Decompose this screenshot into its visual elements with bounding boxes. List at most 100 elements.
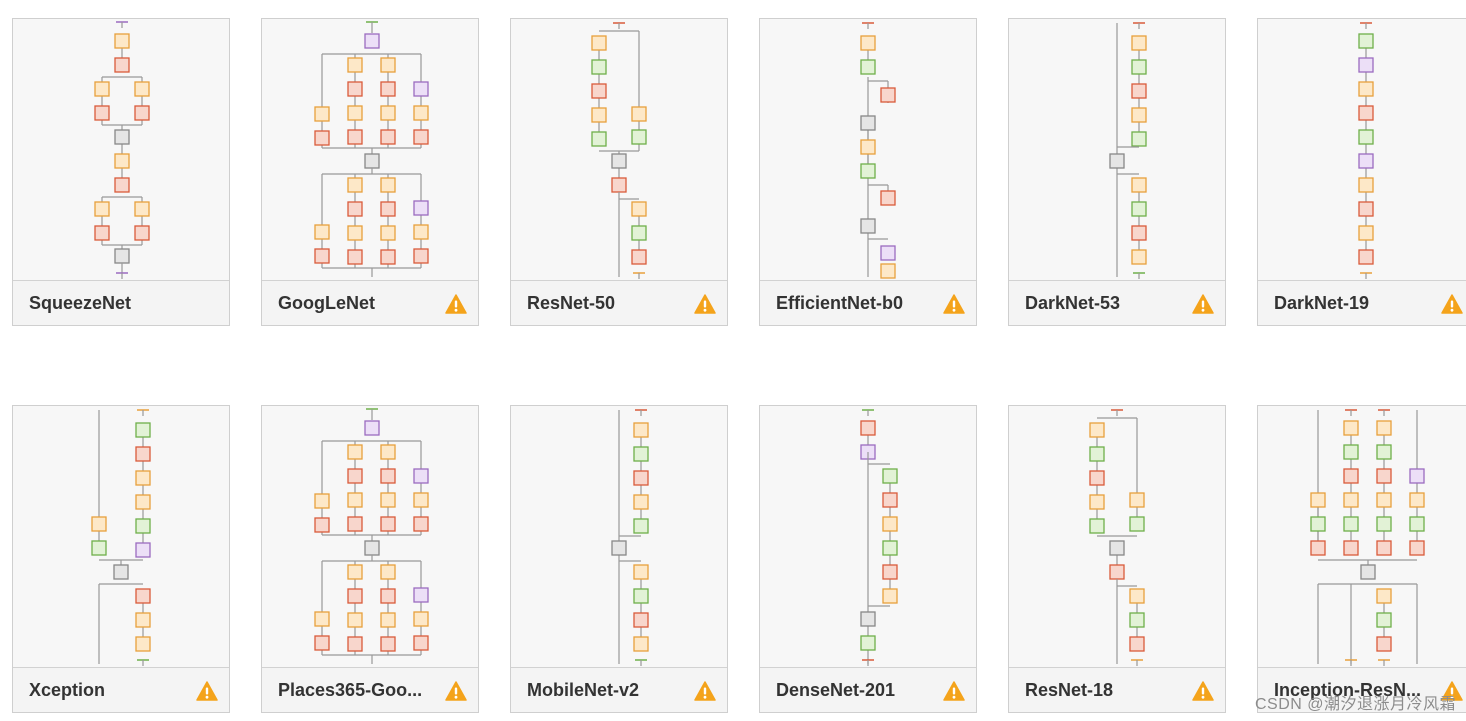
- card-footer: DarkNet-53: [1009, 280, 1225, 325]
- layer-block: [1129, 516, 1145, 532]
- layer-block: [380, 177, 396, 193]
- layer-block: [413, 516, 429, 532]
- layer-block: [1343, 444, 1359, 460]
- card-footer: DarkNet-19: [1258, 280, 1466, 325]
- layer-block: [314, 493, 330, 509]
- layer-block: [1409, 492, 1425, 508]
- warning-icon[interactable]: [1192, 681, 1214, 701]
- layer-block: [380, 249, 396, 265]
- network-card-squeezenet[interactable]: SqueezeNet: [12, 18, 230, 326]
- network-name: ResNet-18: [1025, 680, 1114, 700]
- warning-icon[interactable]: [445, 294, 467, 314]
- layer-block: [591, 107, 607, 123]
- card-footer: EfficientNet-b0: [760, 280, 976, 325]
- layer-block: [860, 163, 876, 179]
- layer-block: [135, 542, 151, 558]
- warning-icon[interactable]: [694, 681, 716, 701]
- layer-block: [860, 59, 876, 75]
- layer-block: [860, 35, 876, 51]
- layer-block: [1131, 83, 1147, 99]
- densenet201-diagram-icon: [860, 409, 898, 666]
- layer-block: [135, 612, 151, 628]
- card-footer: DenseNet-201: [760, 667, 976, 712]
- layer-block: [1358, 177, 1374, 193]
- layer-block: [860, 115, 876, 131]
- layer-block: [314, 106, 330, 122]
- layer-block: [611, 540, 627, 556]
- layer-block: [347, 636, 363, 652]
- layer-block: [134, 105, 150, 121]
- layer-block: [114, 153, 130, 169]
- layer-block: [633, 446, 649, 462]
- network-card-efficientnet-b0[interactable]: EfficientNet-b0: [759, 18, 977, 326]
- layer-block: [347, 201, 363, 217]
- warning-icon[interactable]: [196, 681, 218, 701]
- xception-diagram-icon: [91, 409, 151, 666]
- layer-block: [1131, 225, 1147, 241]
- layer-block: [860, 635, 876, 651]
- layer-block: [1358, 225, 1374, 241]
- card-footer: ResNet-18: [1009, 667, 1225, 712]
- layer-block: [1358, 81, 1374, 97]
- layer-block: [113, 564, 129, 580]
- layer-block: [413, 587, 429, 603]
- layer-block: [1109, 153, 1125, 169]
- network-card-places365-googlenet[interactable]: Places365-Goo...: [261, 405, 479, 713]
- network-name: Xception: [29, 680, 106, 700]
- warning-icon[interactable]: [445, 681, 467, 701]
- layer-block: [91, 516, 107, 532]
- layer-block: [380, 81, 396, 97]
- layer-block: [347, 177, 363, 193]
- network-name: EfficientNet-b0: [776, 293, 904, 313]
- network-card-darknet53[interactable]: DarkNet-53: [1008, 18, 1226, 326]
- layer-block: [114, 129, 130, 145]
- layer-block: [1343, 492, 1359, 508]
- layer-block: [1376, 444, 1392, 460]
- layer-block: [882, 540, 898, 556]
- layer-block: [633, 636, 649, 652]
- layer-block: [860, 611, 876, 627]
- layer-block: [413, 492, 429, 508]
- layer-block: [1376, 636, 1392, 652]
- layer-block: [633, 494, 649, 510]
- warning-icon[interactable]: [943, 681, 965, 701]
- warning-icon[interactable]: [1441, 294, 1463, 314]
- warning-icon[interactable]: [1192, 294, 1214, 314]
- layer-block: [1129, 492, 1145, 508]
- layer-block: [135, 494, 151, 510]
- warning-icon[interactable]: [1441, 681, 1463, 701]
- network-card-darknet19[interactable]: DarkNet-19: [1257, 18, 1466, 326]
- layer-block: [633, 612, 649, 628]
- layer-block: [114, 177, 130, 193]
- warning-icon[interactable]: [694, 294, 716, 314]
- layer-block: [1358, 105, 1374, 121]
- layer-block: [413, 224, 429, 240]
- network-card-resnet18[interactable]: ResNet-18: [1008, 405, 1226, 713]
- darknet19-diagram-icon: [1358, 22, 1374, 279]
- layer-block: [1131, 201, 1147, 217]
- layer-block: [1376, 612, 1392, 628]
- layer-block: [380, 516, 396, 532]
- card-footer: MobileNet-v2: [511, 667, 727, 712]
- network-card-inception-resnet[interactable]: Inception-ResN...: [1257, 405, 1466, 713]
- efficientnet-b0-diagram-icon: [860, 22, 896, 279]
- layer-block: [94, 81, 110, 97]
- network-card-xception[interactable]: Xception: [12, 405, 230, 713]
- layer-block: [1358, 129, 1374, 145]
- layer-block: [347, 81, 363, 97]
- network-card-resnet50[interactable]: ResNet-50: [510, 18, 728, 326]
- layer-block: [413, 200, 429, 216]
- network-card-googlenet[interactable]: GoogLeNet: [261, 18, 479, 326]
- layer-block: [633, 518, 649, 534]
- layer-block: [882, 492, 898, 508]
- warning-icon[interactable]: [943, 294, 965, 314]
- layer-block: [882, 564, 898, 580]
- layer-block: [91, 540, 107, 556]
- layer-block: [134, 225, 150, 241]
- layer-block: [631, 201, 647, 217]
- layer-block: [347, 492, 363, 508]
- layer-block: [135, 636, 151, 652]
- layer-block: [1310, 492, 1326, 508]
- network-card-mobilenet-v2[interactable]: MobileNet-v2: [510, 405, 728, 713]
- network-card-densenet201[interactable]: DenseNet-201: [759, 405, 977, 713]
